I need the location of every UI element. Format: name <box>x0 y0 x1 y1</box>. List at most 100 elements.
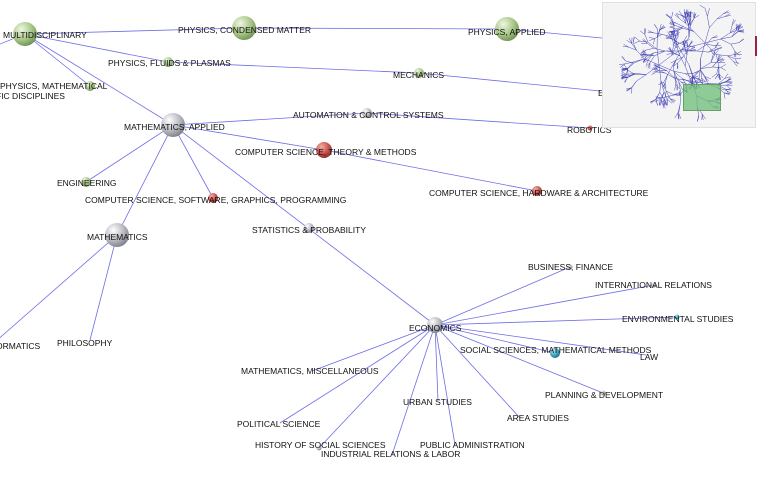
node-circle[interactable] <box>600 390 606 396</box>
node-circle[interactable] <box>550 348 560 358</box>
edge-economics-intl-relations <box>434 284 655 326</box>
node-area-studies[interactable]: AREA STUDIES <box>507 413 569 423</box>
minimap-viewport-box[interactable] <box>683 84 721 111</box>
node-business-finance[interactable]: BUSINESS, FINANCE <box>528 262 613 272</box>
node-circle[interactable] <box>362 108 372 118</box>
node-statistics[interactable]: STATISTICS & PROBABILITY <box>252 223 366 235</box>
minimap-edge <box>717 54 720 61</box>
node-circle[interactable] <box>414 68 424 78</box>
node-label: PLANNING & DEVELOPMENT <box>545 390 663 400</box>
node-soc-sci-math[interactable]: SOCIAL SCIENCES, MATHEMATICAL METHODS <box>460 345 652 358</box>
minimap-edge <box>700 62 711 69</box>
node-circle[interactable] <box>208 193 218 203</box>
node-phys-applied[interactable]: PHYSICS, APPLIED <box>468 17 545 41</box>
minimap-edge <box>653 50 666 54</box>
node-cs-theory[interactable]: COMPUTER SCIENCE, THEORY & METHODS <box>235 142 417 158</box>
node-industrial-rel[interactable]: INDUSTRIAL RELATIONS & LABOR <box>321 449 460 459</box>
minimap-edge <box>680 81 687 84</box>
minimap-edge <box>669 98 675 103</box>
node-public-admin[interactable]: PUBLIC ADMINISTRATION <box>420 440 525 450</box>
node-multidisciplinary[interactable]: MULTIDISCIPLINARY <box>3 22 87 46</box>
minimap-edge <box>621 73 627 77</box>
minimap-edge <box>723 11 730 14</box>
minimap-edge <box>655 92 661 100</box>
node-circle[interactable] <box>81 177 91 187</box>
minimap-edge <box>632 36 635 43</box>
panel-edge-tab[interactable] <box>755 36 757 56</box>
overview-minimap[interactable] <box>602 2 756 128</box>
minimap-edge <box>622 68 628 72</box>
minimap-edge <box>714 49 716 56</box>
node-circle[interactable] <box>651 282 657 288</box>
node-circle[interactable] <box>304 223 314 233</box>
minimap-edge <box>697 115 700 122</box>
minimap-edge <box>692 12 695 19</box>
node-history-social[interactable]: HISTORY OF SOCIAL SCIENCES <box>255 440 386 451</box>
minimap-edge <box>689 46 696 51</box>
node-cs-software[interactable]: COMPUTER SCIENCE, SOFTWARE, GRAPHICS, PR… <box>85 193 346 205</box>
minimap-edge <box>659 99 661 106</box>
minimap-edge <box>623 77 628 83</box>
node-circle[interactable] <box>13 22 37 46</box>
minimap-edge <box>621 75 628 78</box>
edge-multidisciplinary-fluids <box>24 33 169 63</box>
node-automation[interactable]: AUTOMATION & CONTROL SYSTEMS <box>293 108 444 120</box>
node-mathematics[interactable]: MATHEMATICS <box>87 223 148 247</box>
minimap-edge <box>623 44 629 48</box>
node-philosophy[interactable]: PHILOSOPHY <box>57 338 113 348</box>
node-circle[interactable] <box>316 445 322 451</box>
node-mechanics[interactable]: MECHANICS <box>393 68 444 80</box>
node-circle[interactable] <box>567 264 573 270</box>
minimap-edge <box>633 58 645 64</box>
node-engineering[interactable]: ENGINEERING <box>57 177 117 188</box>
node-political-science[interactable]: POLITICAL SCIENCE <box>237 419 321 429</box>
minimap-edge <box>671 43 675 56</box>
node-circle[interactable] <box>105 223 129 247</box>
node-robotics[interactable]: ROBOTICS <box>567 125 612 135</box>
minimap-edge <box>706 37 712 45</box>
minimap-edge <box>625 61 634 65</box>
node-circle[interactable] <box>85 81 95 91</box>
minimap-edge <box>737 29 744 32</box>
minimap-edge <box>733 61 740 64</box>
edge-multidisciplinary-cond-matter <box>24 27 245 35</box>
minimap-edge <box>672 64 676 77</box>
node-informatics[interactable]: ORMATICS <box>0 341 41 351</box>
minimap-edge <box>723 92 726 99</box>
node-circle[interactable] <box>532 186 542 196</box>
node-circle[interactable] <box>232 16 256 40</box>
node-circle[interactable] <box>316 142 332 158</box>
node-circle[interactable] <box>427 317 443 333</box>
minimap-edge <box>685 9 688 16</box>
node-e-offscreen[interactable]: E <box>598 88 604 98</box>
minimap-edge <box>720 36 732 40</box>
node-urban-studies[interactable]: URBAN STUDIES <box>403 397 472 407</box>
minimap-edge <box>670 36 675 45</box>
node-circle[interactable] <box>587 125 593 131</box>
node-cond-matter[interactable]: PHYSICS, CONDENSED MATTER <box>178 16 311 40</box>
node-economics[interactable]: ECONOMICS <box>409 317 462 333</box>
minimap-edge <box>674 27 683 31</box>
node-planning[interactable]: PLANNING & DEVELOPMENT <box>545 390 663 400</box>
node-phys-math[interactable]: PHYSICS, MATHEMATICAL <box>0 81 108 91</box>
minimap-edge <box>699 58 701 70</box>
node-cs-hardware[interactable]: COMPUTER SCIENCE, HARDWARE & ARCHITECTUR… <box>429 186 649 198</box>
node-label: COMPUTER SCIENCE, HARDWARE & ARCHITECTUR… <box>429 188 649 198</box>
node-label: ROBOTICS <box>567 125 612 135</box>
node-circle[interactable] <box>495 17 519 41</box>
minimap-edge <box>698 69 701 79</box>
node-law[interactable]: LAW <box>640 352 658 362</box>
node-circle[interactable] <box>163 57 173 67</box>
node-fluids[interactable]: PHYSICS, FLUIDS & PLASMAS <box>108 57 231 68</box>
node-env-studies[interactable]: ENVIRONMENTAL STUDIES <box>622 314 734 324</box>
node-circle[interactable] <box>674 314 680 320</box>
node-circle[interactable] <box>161 113 185 137</box>
edge-math-applied-automation <box>172 112 368 126</box>
node-scientific-disc[interactable]: FIC DISCIPLINES <box>0 91 65 101</box>
node-math-applied[interactable]: MATHEMATICS, APPLIED <box>124 113 225 137</box>
node-math-misc[interactable]: MATHEMATICS, MISCELLANEOUS <box>241 366 379 376</box>
node-intl-relations[interactable]: INTERNATIONAL RELATIONS <box>595 280 712 290</box>
minimap-edge <box>669 98 676 101</box>
minimap-edge <box>654 34 662 39</box>
